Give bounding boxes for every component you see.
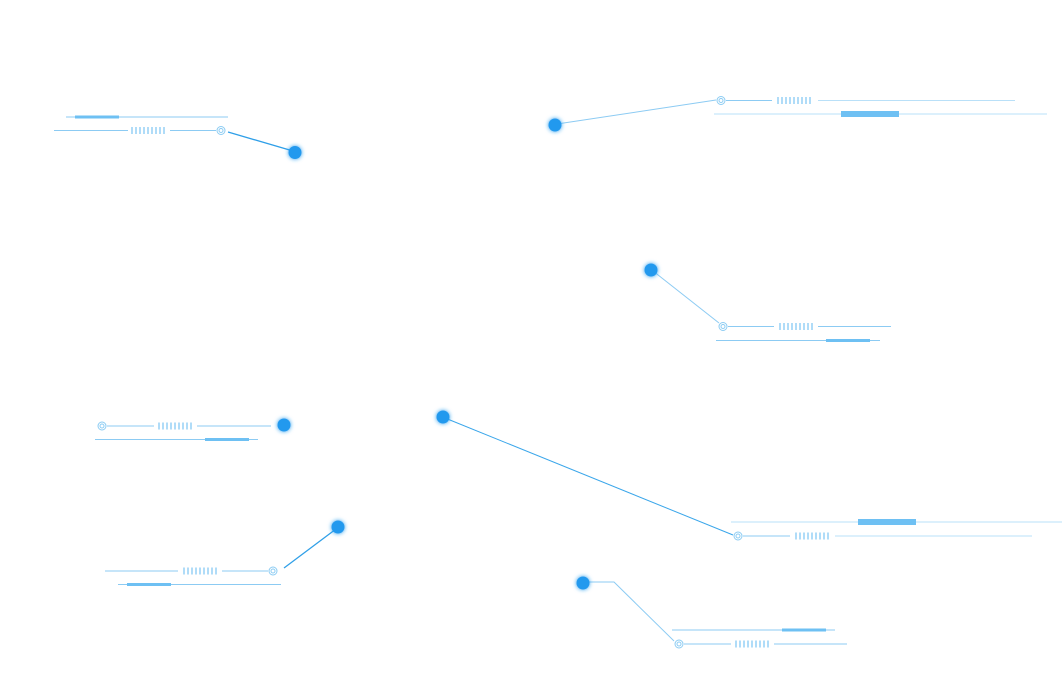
ring-icon bbox=[216, 126, 226, 135]
tick-marks bbox=[795, 532, 829, 540]
upper-bar bbox=[75, 115, 119, 119]
node-dot bbox=[436, 410, 450, 424]
node-dot bbox=[644, 263, 658, 277]
callout-3 bbox=[644, 263, 891, 342]
ring-icon bbox=[718, 322, 728, 331]
callout-1 bbox=[54, 115, 302, 159]
leader-line bbox=[444, 417, 734, 536]
leader-line bbox=[283, 528, 337, 569]
node-dot bbox=[288, 146, 302, 159]
leader-line bbox=[585, 581, 675, 642]
leader-line bbox=[556, 99, 717, 125]
node-dot bbox=[548, 118, 562, 132]
callout-5 bbox=[436, 410, 1062, 541]
leader-line bbox=[652, 270, 720, 324]
ring-icon bbox=[268, 566, 278, 576]
tick-marks bbox=[131, 127, 165, 134]
ring-icon bbox=[97, 421, 107, 431]
node-dot bbox=[576, 576, 590, 590]
lower-bar bbox=[841, 111, 899, 117]
leader-line bbox=[227, 131, 294, 152]
node-dot bbox=[277, 418, 291, 432]
callout-7 bbox=[576, 576, 847, 649]
tick-marks bbox=[779, 323, 813, 330]
lower-bar bbox=[205, 438, 249, 441]
callout-6 bbox=[105, 520, 345, 586]
ring-icon bbox=[733, 531, 743, 541]
ring-icon bbox=[674, 639, 684, 649]
tick-marks bbox=[735, 640, 769, 648]
lower-bar bbox=[127, 583, 171, 586]
ring-icon bbox=[716, 96, 726, 105]
callout-2 bbox=[548, 96, 1047, 132]
upper-bar bbox=[782, 628, 826, 632]
tick-marks bbox=[158, 422, 192, 430]
lower-bar bbox=[826, 339, 870, 342]
callout-4 bbox=[95, 418, 291, 441]
upper-bar bbox=[858, 519, 916, 525]
tick-marks bbox=[183, 567, 217, 575]
tick-marks bbox=[777, 97, 811, 104]
node-dot bbox=[331, 520, 345, 534]
